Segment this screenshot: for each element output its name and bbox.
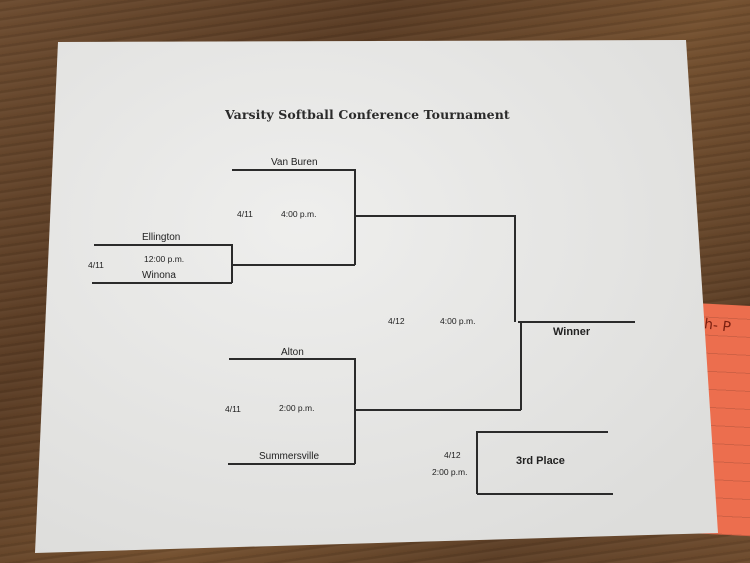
team-summersville: Summersville	[259, 451, 320, 462]
bracket-slot-van-buren	[232, 169, 355, 171]
team-alton: Alton	[281, 347, 304, 358]
third-place-label: 3rd Place	[516, 455, 565, 467]
bracket-connector-game3	[354, 358, 356, 464]
bracket-connector-final	[514, 215, 516, 322]
game1-time: 12:00 p.m.	[144, 254, 185, 264]
bracket-slot-final-top	[355, 215, 514, 217]
team-ellington: Ellington	[142, 232, 181, 243]
winner-label: Winner	[553, 326, 591, 338]
bracket-connector-game2	[354, 169, 356, 265]
game2-time: 4:00 p.m.	[281, 209, 317, 219]
bracket-slot-winner	[518, 321, 635, 323]
bracket-connector-game1	[231, 244, 233, 283]
game3-date: 4/11	[225, 404, 241, 414]
game3-time: 2:00 p.m.	[279, 403, 315, 413]
bracket-connector-final-lower	[520, 321, 522, 410]
team-winona: Winona	[142, 270, 176, 281]
final-time: 4:00 p.m.	[440, 316, 476, 326]
bracket-slot-third-top	[476, 431, 608, 433]
bracket-slot-winona	[92, 282, 232, 284]
third-place-time: 2:00 p.m.	[432, 467, 468, 477]
bracket-slot-alton	[229, 358, 355, 360]
bracket-slot-summersville	[228, 463, 355, 465]
bracket-title: Varsity Softball Conference Tournament	[225, 107, 510, 122]
bracket-slot-final-bottom	[355, 409, 521, 411]
team-van-buren: Van Buren	[271, 157, 318, 168]
final-date: 4/12	[388, 316, 405, 326]
game1-date: 4/11	[88, 260, 104, 270]
bracket-slot-third-bottom	[477, 493, 613, 495]
bracket-connector-third	[476, 431, 478, 494]
game2-date: 4/11	[237, 209, 253, 219]
bracket-slot-game1-winner	[232, 264, 355, 266]
bracket-slot-ellington	[94, 244, 232, 246]
third-place-date: 4/12	[444, 450, 461, 460]
